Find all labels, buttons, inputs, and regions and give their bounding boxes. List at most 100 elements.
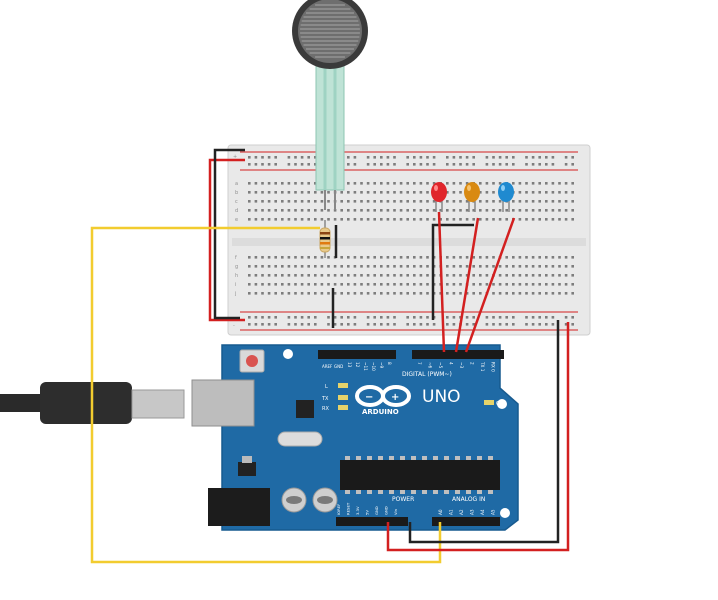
bottom-rail-hole: [373, 316, 376, 319]
breadboard-hole: [386, 256, 390, 259]
voltage-regulator: [238, 462, 256, 476]
breadboard-hole: [314, 218, 317, 221]
top-rail-hole: [452, 163, 456, 166]
breadboard-hole: [399, 182, 403, 185]
top-rail-hole: [505, 163, 508, 166]
breadboard-hole: [571, 292, 574, 295]
breadboard-hole: [419, 283, 423, 286]
wires: [90, 148, 570, 564]
power-jack[interactable]: [208, 488, 270, 526]
row-letter-label: c: [235, 199, 238, 205]
breadboard-hole: [558, 283, 561, 286]
bottom-rail-hole: [432, 323, 436, 326]
breadboard-hole: [314, 182, 317, 185]
bottom-rail-hole: [248, 323, 251, 326]
breadboard-hole: [479, 209, 482, 212]
breadboard-hole: [307, 218, 310, 221]
top-rail-hole: [446, 156, 449, 159]
bottom-rail-hole: [261, 316, 264, 319]
breadboard-hole: [406, 265, 409, 268]
analog-header-label: ANALOG IN: [452, 496, 485, 503]
led-red: [431, 182, 447, 212]
breadboard-hole: [347, 218, 350, 221]
bottom-rail-hole: [571, 323, 574, 326]
breadboard-hole: [551, 283, 555, 286]
breadboard-hole: [479, 218, 482, 221]
breadboard-hole: [531, 256, 535, 259]
breadboard-hole: [386, 274, 390, 277]
analog-header: [432, 517, 500, 526]
breadboard-center-channel: [232, 238, 586, 246]
breadboard-hole: [267, 200, 271, 203]
breadboard-hole: [320, 256, 324, 259]
bottom-rail-hole: [485, 316, 489, 319]
breadboard-hole: [413, 200, 416, 203]
breadboard-hole: [399, 256, 403, 259]
breadboard-hole: [406, 182, 409, 185]
bottom-rail-hole: [525, 316, 528, 319]
bottom-rail-hole: [413, 323, 416, 326]
bottom-rail-hole: [564, 316, 568, 319]
breadboard-hole: [525, 256, 528, 259]
breadboard-hole: [492, 265, 495, 268]
breadboard-hole: [446, 218, 449, 221]
top-rail-hole: [459, 156, 462, 159]
breadboard-hole: [307, 283, 310, 286]
top-rail-hole: [254, 163, 258, 166]
breadboard-hole: [307, 182, 310, 185]
breadboard-hole: [254, 209, 258, 212]
breadboard-hole: [472, 218, 475, 221]
bottom-rail-hole: [254, 323, 258, 326]
breadboard-hole: [452, 191, 456, 194]
breadboard-hole: [564, 256, 568, 259]
breadboard-hole: [558, 200, 561, 203]
breadboard-hole: [386, 265, 390, 268]
top-rail-hole: [373, 156, 376, 159]
arduino-logo: − + ARDUINO: [355, 385, 411, 416]
breadboard-hole: [485, 256, 489, 259]
breadboard-hole: [267, 274, 271, 277]
breadboard-hole: [551, 292, 555, 295]
top-rail-hole: [419, 163, 423, 166]
bottom-rail-hole: [419, 316, 423, 319]
digital-header-label: DIGITAL (PWM~): [402, 371, 452, 378]
breadboard-hole: [419, 256, 423, 259]
top-rail-hole: [512, 163, 515, 166]
breadboard-hole: [281, 182, 284, 185]
breadboard-hole: [248, 265, 251, 268]
usb-port[interactable]: [191, 379, 255, 427]
breadboard-hole: [287, 265, 291, 268]
bottom-rail-hole: [465, 316, 469, 319]
breadboard-hole: [267, 265, 271, 268]
breadboard-hole: [472, 292, 475, 295]
chip-pin: [345, 456, 350, 460]
breadboard-hole: [558, 218, 561, 221]
breadboard-hole: [472, 209, 475, 212]
bottom-rail-hole: [294, 323, 297, 326]
breadboard-hole: [393, 209, 396, 212]
breadboard-hole: [452, 274, 456, 277]
top-rail-hole: [498, 163, 502, 166]
breadboard-hole: [531, 218, 535, 221]
breadboard-hole: [274, 209, 277, 212]
wire-black-led-gnd-top: [431, 223, 474, 252]
bottom-rail-hole: [446, 323, 449, 326]
top-rail-hole: [300, 156, 304, 159]
breadboard-hole: [340, 200, 343, 203]
breadboard-hole: [558, 256, 561, 259]
breadboard-hole: [525, 218, 528, 221]
breadboard-hole: [406, 191, 409, 194]
breadboard-hole: [439, 218, 442, 221]
bottom-rail-hole: [254, 316, 258, 319]
breadboard-hole: [465, 182, 469, 185]
reset-button-cap[interactable]: [246, 355, 258, 367]
row-letter-label: e: [235, 217, 238, 223]
capacitor-2-top: [317, 496, 333, 504]
led-tx-label: TX: [321, 396, 329, 402]
digital-pin-label: ~6: [428, 362, 433, 369]
breadboard-hole: [380, 274, 383, 277]
breadboard-hole: [360, 200, 363, 203]
breadboard-hole: [459, 265, 462, 268]
chip-pin: [345, 490, 350, 494]
